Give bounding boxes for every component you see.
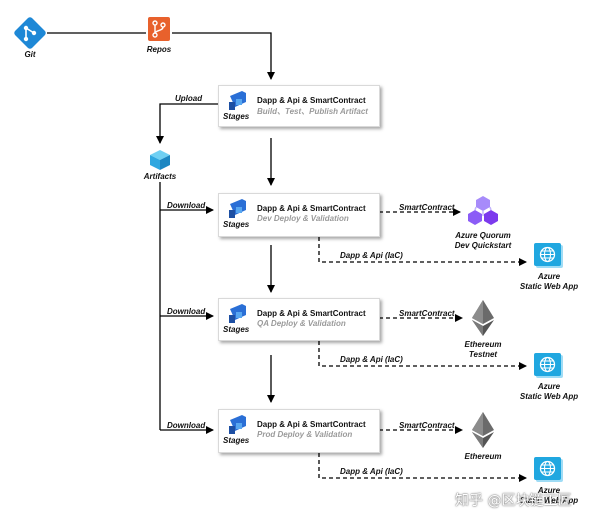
static-web-app-icon (534, 457, 563, 482)
stage-subtitle: Prod Deploy & Validation (257, 430, 353, 439)
iac-label-dev: Dapp & Api (IaC) (340, 251, 403, 260)
stage-title: Dapp & Api & SmartContract (257, 204, 366, 213)
download-label-dev: Download (167, 201, 206, 210)
stage-prod[interactable]: Dapp & Api & SmartContract Prod Deploy &… (218, 409, 380, 453)
swa-qa-label-line1: Azure (537, 382, 561, 391)
stage-tag: Stages (223, 112, 250, 121)
ethereum-qa-label-line2: Testnet (468, 350, 498, 359)
smartcontract-label-prod: SmartContract (399, 421, 455, 430)
stage-tag: Stages (223, 220, 250, 229)
git-label: Git (24, 50, 36, 59)
static-web-app-icon (534, 243, 563, 268)
stage-qa[interactable]: Dapp & Api & SmartContract QA Deploy & V… (218, 298, 380, 341)
stage-tag: Stages (223, 436, 250, 445)
edge-iac-dev (318, 237, 527, 266)
smartcontract-label-qa: SmartContract (399, 309, 455, 318)
edge-iac-qa (318, 341, 527, 370)
stage-subtitle: QA Deploy & Validation (257, 319, 346, 328)
quorum-label-line1: Azure Quorum (455, 231, 511, 240)
stage-title: Dapp & Api & SmartContract (257, 96, 366, 105)
stage-build[interactable]: Dapp & Api & SmartContract Build、Test、Pu… (218, 85, 380, 127)
artifacts-label: Artifacts (143, 172, 177, 181)
swa-dev-label-line1: Azure (537, 272, 561, 281)
repos-label: Repos (146, 45, 172, 54)
edge-repos-build (172, 32, 275, 80)
quorum-label-line2: Dev Quickstart (454, 241, 512, 250)
repos-icon (148, 17, 170, 41)
iac-label-qa: Dapp & Api (IaC) (340, 355, 403, 364)
iac-label-prod: Dapp & Api (IaC) (340, 467, 403, 476)
quorum-icon (468, 196, 498, 225)
artifacts-icon (150, 150, 170, 170)
ethereum-qa-label-line1: Ethereum (464, 340, 502, 349)
pipelines-icon (229, 304, 246, 323)
pipelines-icon (229, 199, 246, 218)
stage-subtitle: Dev Deploy & Validation (257, 214, 349, 223)
edge-upload (156, 103, 218, 144)
git-icon (14, 17, 46, 49)
ethereum-prod-label: Ethereum (464, 452, 502, 461)
static-web-app-icon (534, 353, 563, 378)
stage-subtitle: Build、Test、Publish Artifact (257, 107, 368, 116)
swa-prod-label-line2: Static Web App (519, 496, 579, 505)
stage-dev[interactable]: Dapp & Api & SmartContract Dev Deploy & … (218, 193, 380, 237)
swa-prod-label-line1: Azure (537, 486, 561, 495)
edge-iac-prod (318, 453, 527, 482)
swa-dev-label-line2: Static Web App (519, 282, 579, 291)
stage-title: Dapp & Api & SmartContract (257, 420, 366, 429)
stage-title: Dapp & Api & SmartContract (257, 309, 366, 318)
download-label-qa: Download (167, 307, 206, 316)
ethereum-icon (472, 300, 494, 336)
smartcontract-label-dev: SmartContract (399, 203, 455, 212)
pipelines-icon (229, 91, 246, 110)
upload-label: Upload (175, 94, 203, 103)
ethereum-icon (472, 412, 494, 448)
download-label-prod: Download (167, 421, 206, 430)
stage-tag: Stages (223, 325, 250, 334)
pipelines-icon (229, 415, 246, 434)
watermark: 知乎 @区块链工匠 (455, 493, 572, 509)
swa-qa-label-line2: Static Web App (519, 392, 579, 401)
